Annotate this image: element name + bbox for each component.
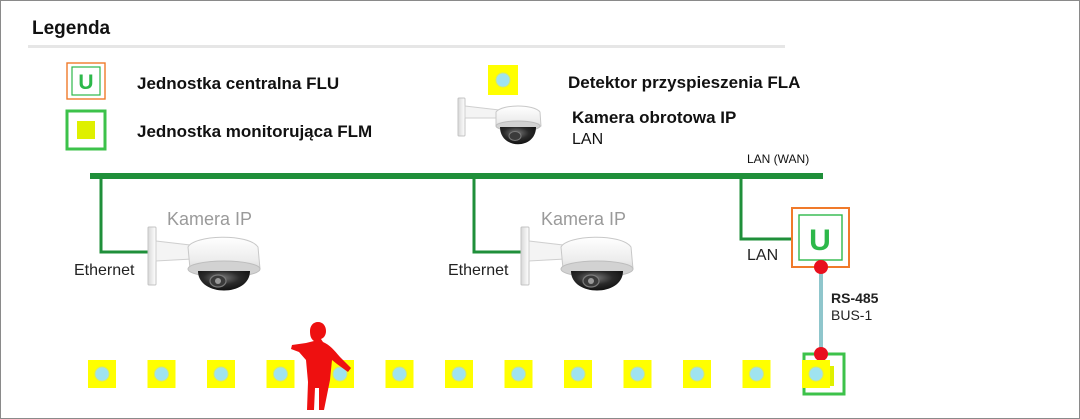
legend-divider — [28, 45, 785, 48]
flu-drop-line — [739, 176, 792, 241]
bus-node-top — [814, 260, 828, 274]
flu-legend-label: Jednostka centralna FLU — [137, 74, 339, 93]
fla-legend-dot — [495, 72, 511, 88]
ptz-legend-label: Kamera obrotowa IP — [572, 108, 736, 127]
detector-sensor-dot — [273, 366, 288, 382]
camera-2-connection-label: Ethernet — [448, 262, 509, 279]
fla-legend-label: Detektor przyspieszenia FLA — [568, 73, 800, 92]
legend-item-fla: Detektor przyspieszenia FLA — [488, 65, 800, 95]
flm-legend-fill — [77, 121, 95, 139]
flu-legend-symbol: U — [78, 71, 93, 94]
ptz-legend-sublabel: LAN — [572, 131, 603, 148]
camera-1-icon — [147, 226, 261, 292]
detector-sensor-dot — [154, 366, 169, 382]
detector-row — [88, 360, 830, 388]
lan-wan-label: LAN (WAN) — [747, 152, 809, 166]
camera-1-drop-line — [99, 176, 149, 254]
bus-sublabel: BUS-1 — [831, 307, 872, 323]
detector-sensor-dot — [570, 366, 586, 382]
detector-sensor-dot — [808, 366, 824, 382]
flu-legend-inner — [71, 66, 101, 96]
detector-sensor-dot — [630, 366, 645, 382]
flm-legend-label: Jednostka monitorująca FLM — [137, 122, 372, 141]
detector-sensor-dot — [213, 366, 229, 382]
camera-2-drop-line — [472, 176, 522, 254]
legend-title: Legenda — [32, 18, 111, 39]
camera-1-connection-label: Ethernet — [74, 262, 135, 279]
flm-legend-icon — [65, 109, 107, 151]
camera-2-label: Kamera IP — [541, 209, 626, 229]
camera-2-icon — [520, 226, 634, 292]
central-unit-flu: U — [791, 207, 850, 268]
flu-inner-box — [798, 214, 843, 261]
camera-1-label: Kamera IP — [167, 209, 252, 229]
bus-label: RS-485 — [831, 290, 879, 306]
flu-lan-label: LAN — [747, 247, 778, 264]
person-icon — [291, 322, 351, 410]
legend-item-ptz: Kamera obrotowa IP LAN — [457, 97, 736, 148]
detector-sensor-dot — [451, 366, 467, 382]
detector-sensor-dot — [94, 366, 110, 382]
legend-item-flu: U Jednostka centralna FLU — [66, 62, 339, 100]
flu-symbol: U — [809, 224, 831, 257]
legend-item-flm: Jednostka monitorująca FLM — [65, 109, 372, 151]
detector-sensor-dot — [749, 366, 764, 382]
detector-sensor-dot — [332, 366, 348, 382]
ptz-camera-legend-icon — [457, 97, 542, 145]
bus-node-bottom — [814, 347, 828, 361]
detector-sensor-dot — [689, 366, 705, 382]
detector-sensor-dot — [511, 366, 526, 382]
detector-sensor-dot — [392, 366, 407, 382]
